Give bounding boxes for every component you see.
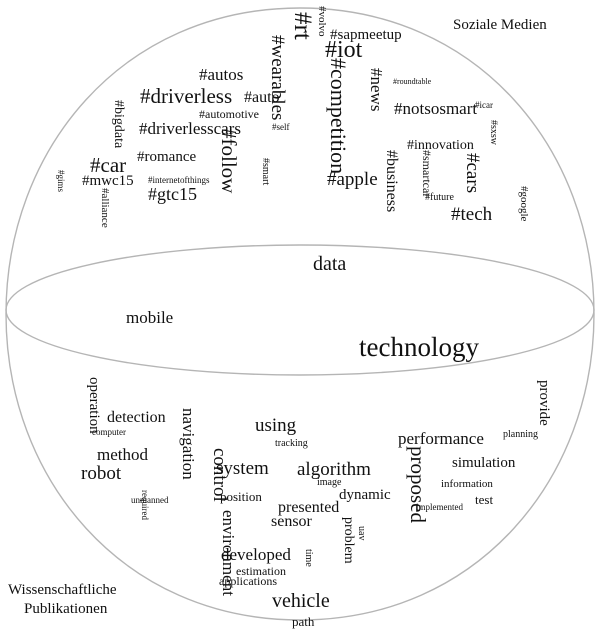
social-word: #rt: [289, 12, 316, 40]
science-word: simulation: [452, 455, 516, 471]
social-word: #self: [272, 122, 290, 132]
social-word: #competition: [326, 58, 351, 175]
science-word: detection: [107, 409, 166, 426]
science-word: robot: [81, 463, 122, 484]
science-word: operation: [86, 377, 102, 434]
social-word: #romance: [137, 149, 197, 165]
label-publikationen: Publikationen: [24, 601, 108, 617]
social-word: #automotive: [199, 107, 259, 121]
social-word: #future: [425, 192, 454, 203]
middle-word: data: [313, 253, 347, 275]
science-word: uav: [356, 526, 367, 541]
social-word: #cars: [462, 153, 483, 194]
science-word: estimation: [236, 564, 286, 578]
science-word: unmanned: [131, 495, 169, 505]
middle-word: mobile: [126, 308, 174, 327]
science-word: computer: [92, 427, 126, 437]
middle-word: technology: [359, 332, 479, 362]
science-word: image: [317, 477, 342, 488]
social-word: #sapmeetup: [330, 27, 402, 43]
social-word: #car: [90, 153, 127, 177]
social-word: #follow: [217, 128, 241, 194]
social-word: #smart: [260, 158, 271, 186]
sphere-outline: [5, 7, 595, 621]
social-word: #alliance: [99, 188, 111, 228]
social-word: #driverlesscars: [139, 119, 241, 138]
social-word: #smartcar: [420, 150, 434, 198]
social-word: #internetofthings: [148, 175, 210, 185]
science-word: position: [220, 489, 262, 504]
science-word: system: [216, 458, 269, 479]
science-word: tracking: [275, 438, 308, 449]
social-word: #sxsw: [488, 120, 499, 146]
science-word: test: [475, 492, 494, 507]
science-word: problem: [341, 517, 356, 564]
social-word: #autos: [199, 65, 244, 84]
social-word: #innovation: [407, 138, 474, 153]
science-word: information: [441, 478, 493, 490]
social-word: #roundtable: [393, 77, 432, 86]
social-word: #google: [518, 186, 530, 222]
social-word: #volvo: [316, 6, 328, 37]
label-wissenschaftliche: Wissenschaftliche: [8, 582, 117, 598]
social-word: #gims: [56, 170, 66, 193]
science-word: provide: [536, 380, 552, 426]
social-word: #wearables: [267, 35, 288, 121]
social-word: #mwc15: [82, 173, 134, 189]
science-word: performance: [398, 429, 484, 448]
science-word: presented: [278, 499, 340, 516]
science-word: applications: [219, 574, 277, 588]
social-word: #driverless: [140, 84, 233, 108]
science-word: navigation: [179, 408, 198, 480]
social-word: #news: [367, 68, 386, 112]
social-word: #auto: [244, 89, 280, 106]
social-word: #notsosmart: [394, 99, 478, 118]
social-word: #bigdata: [111, 100, 126, 149]
science-word: method: [97, 445, 148, 464]
social-word: #tech: [451, 204, 493, 225]
science-word: time: [303, 549, 314, 567]
social-word: #iot: [325, 37, 363, 63]
science-word: algorithm: [297, 459, 371, 480]
science-word: dynamic: [339, 487, 391, 503]
social-word: #gtc15: [148, 184, 197, 204]
science-word: using: [255, 415, 297, 436]
social-word: #icar: [475, 100, 493, 110]
equator-ellipse: [5, 244, 595, 376]
social-word: #business: [383, 150, 400, 213]
science-word: implemented: [416, 502, 463, 512]
social-word: #apple: [327, 169, 378, 190]
science-word: path: [292, 614, 315, 629]
science-word: vehicle: [272, 590, 330, 612]
science-word: sensor: [271, 513, 312, 530]
science-word: developed: [221, 545, 291, 564]
label-soziale-medien: Soziale Medien: [453, 17, 547, 33]
science-word: planning: [503, 429, 538, 440]
